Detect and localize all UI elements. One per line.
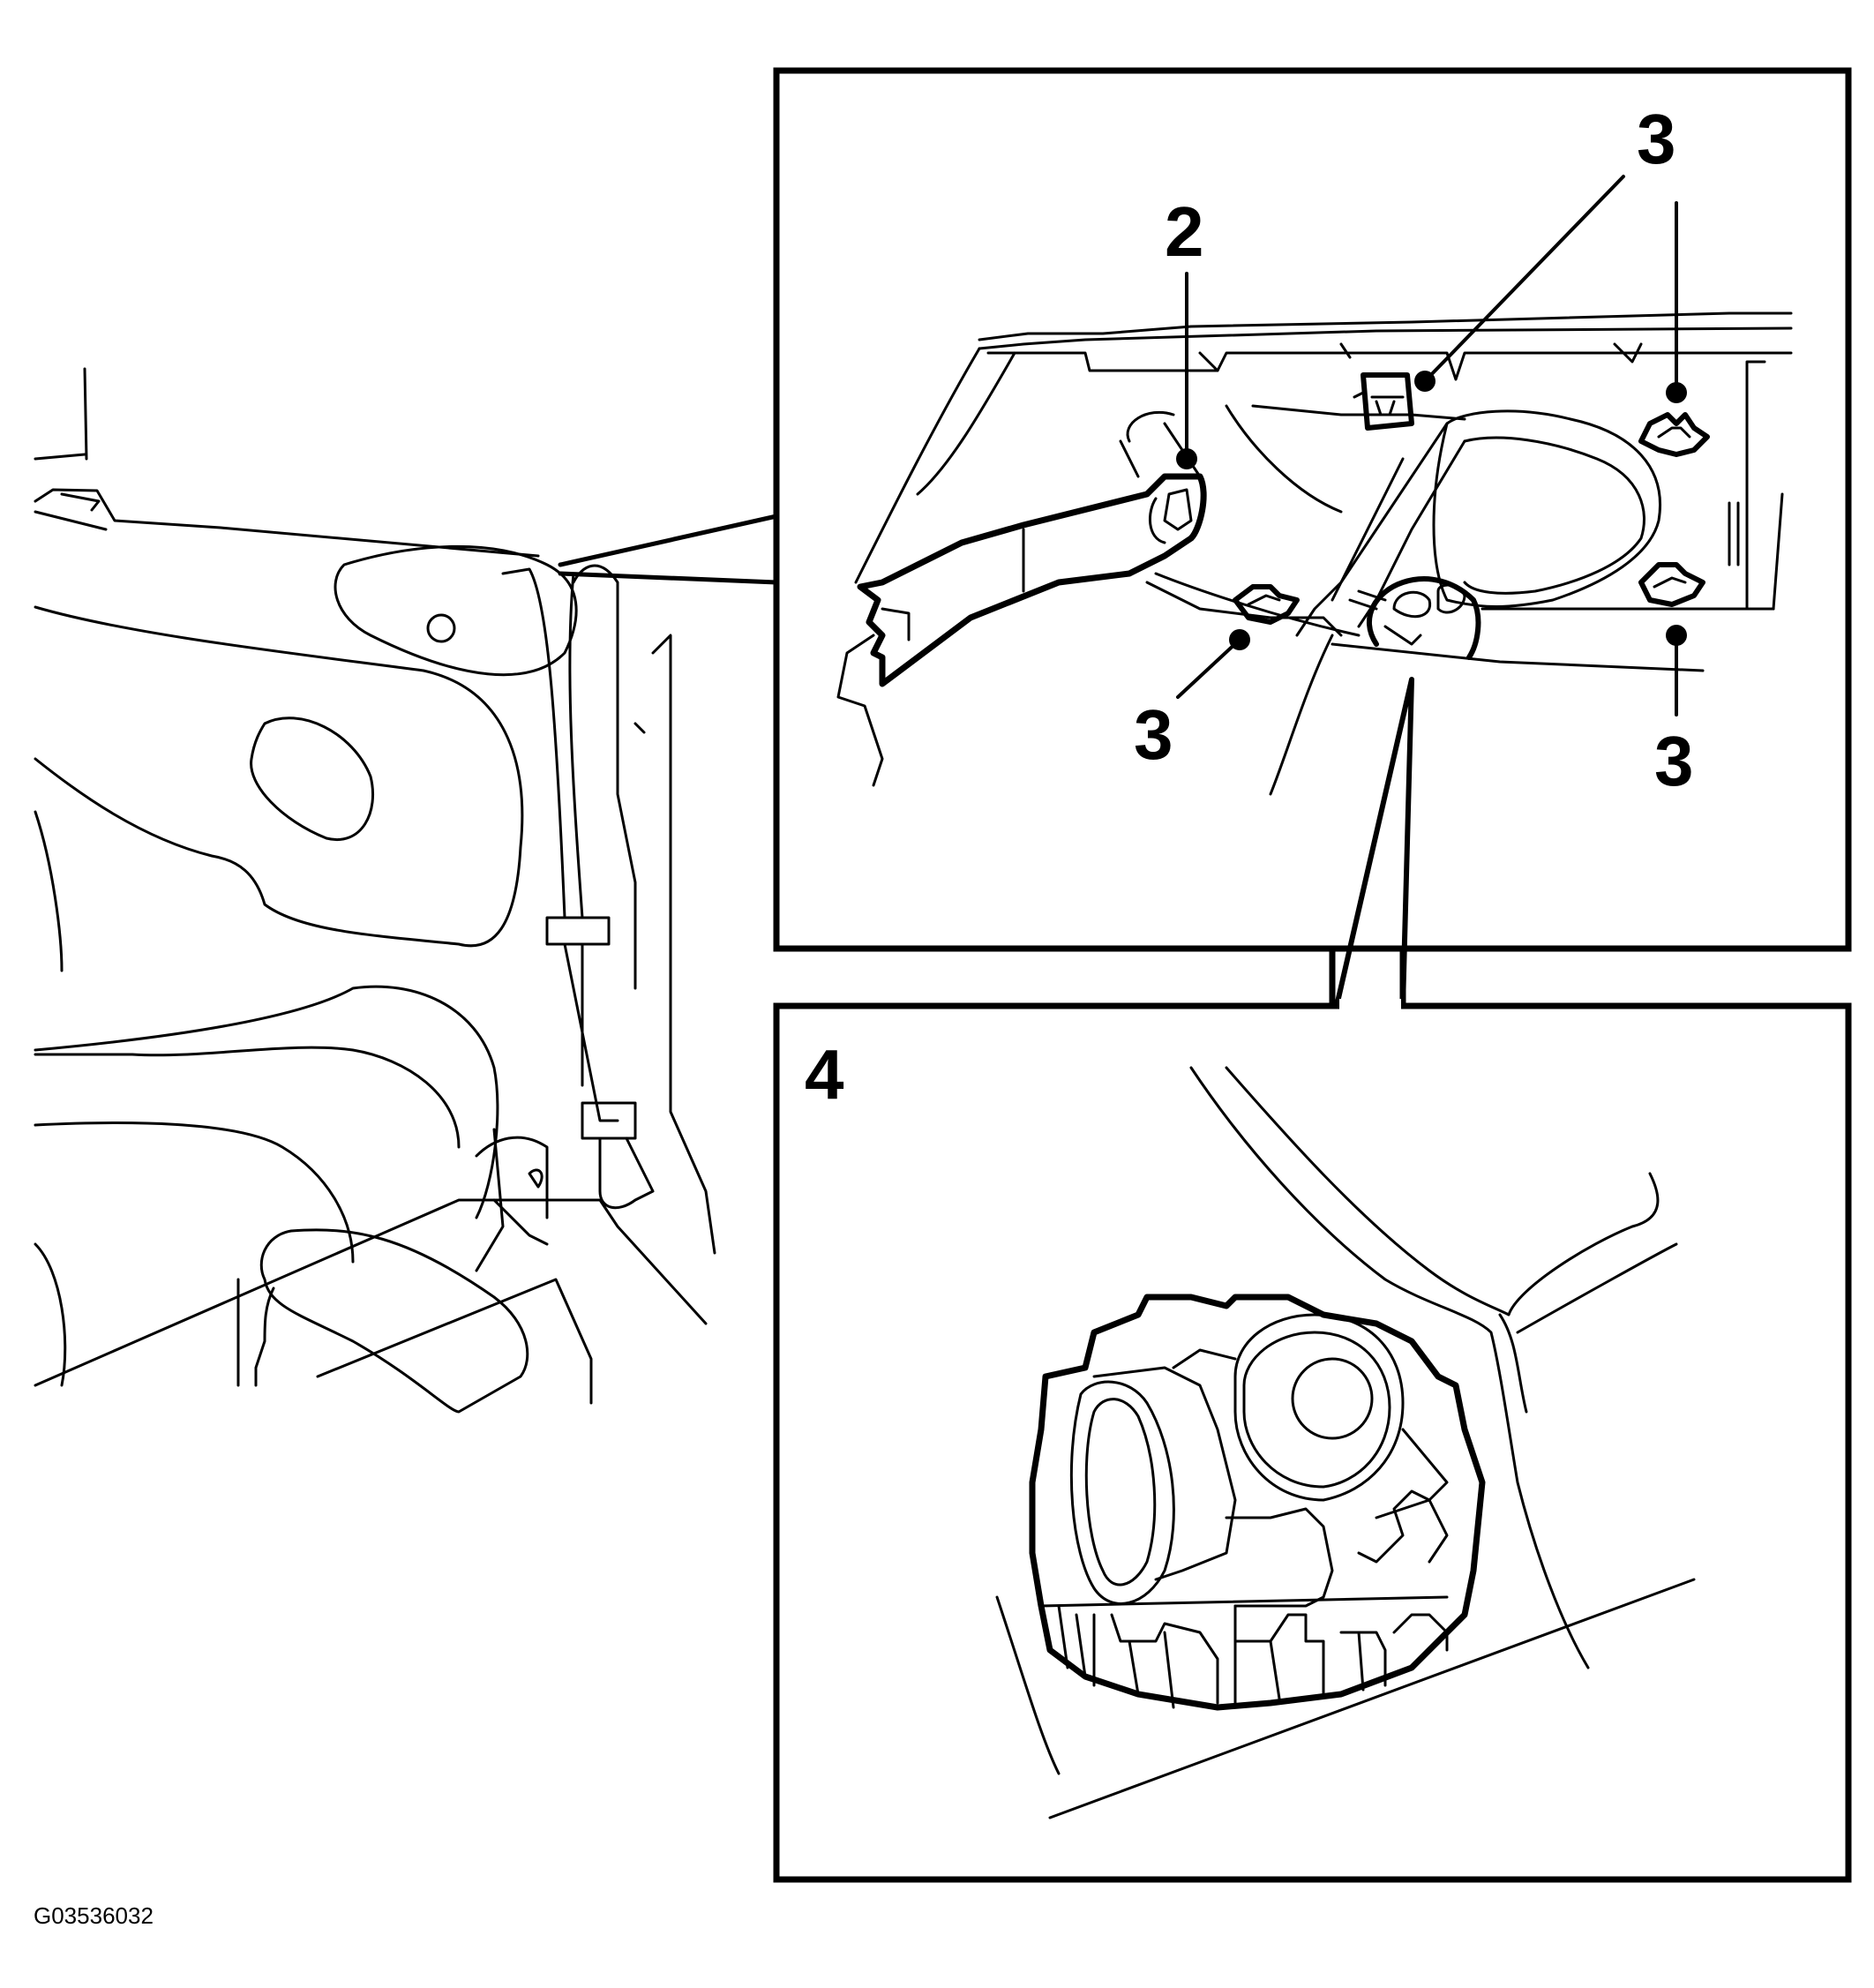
callout-dot-3-top (1414, 371, 1435, 392)
detail-frame-upper (773, 67, 1852, 952)
callout-label-3-top: 3 (1637, 100, 1676, 178)
callout-dot-3-right-top (1666, 382, 1687, 403)
lower-detail-illustration (995, 1066, 1696, 1819)
overview-illustration (34, 367, 716, 1414)
detail-leader-lines (558, 514, 779, 585)
callout-dot-3-right-bottom (1666, 625, 1687, 646)
callout-label-3-left-bottom: 3 (1134, 695, 1173, 774)
upper-detail-illustration (836, 311, 1793, 796)
callout-dot-3-left-bottom (1229, 629, 1250, 650)
figure-code: G03536032 (34, 1902, 154, 1929)
detail-frame-lower (773, 1002, 1852, 1883)
callout-label-3-right-bottom: 3 (1654, 722, 1694, 800)
callout-label-4: 4 (805, 1035, 844, 1114)
zoom-leader-wedge (1334, 677, 1414, 1009)
callout-leaders (1176, 175, 1687, 716)
callout-label-2: 2 (1165, 192, 1204, 271)
callout-dot-2 (1176, 448, 1197, 469)
